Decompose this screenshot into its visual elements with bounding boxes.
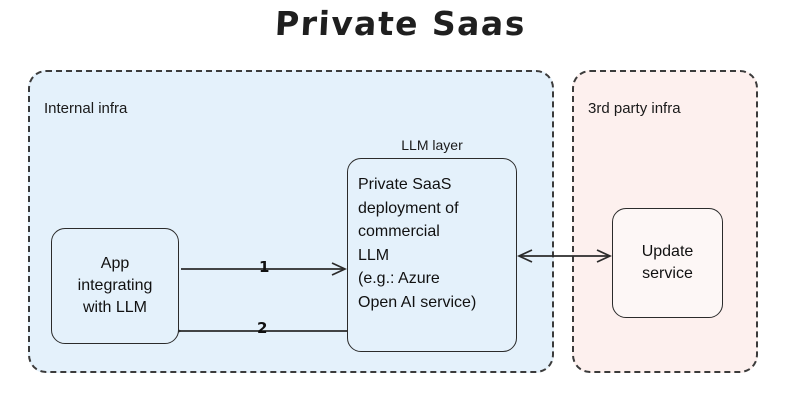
edge-label-2: 2 (257, 319, 268, 337)
node-llm-label: Private SaaS deployment of commercial LL… (358, 176, 477, 311)
node-app-integrating-with-llm[interactable]: App integrating with LLM (51, 228, 179, 344)
group-third-party-infra-label: 3rd party infra (588, 100, 681, 117)
node-app-label: App integrating with LLM (77, 255, 153, 316)
node-update-service[interactable]: Update service (612, 208, 723, 318)
llm-layer-caption: LLM layer (401, 137, 463, 153)
group-third-party-infra: 3rd party infra (572, 70, 758, 373)
group-internal-infra-label: Internal infra (44, 100, 128, 117)
node-update-service-label: Update service (641, 243, 694, 282)
node-private-saas-llm[interactable]: Private SaaS deployment of commercial LL… (347, 158, 517, 352)
edge-label-1: 1 (259, 258, 270, 276)
